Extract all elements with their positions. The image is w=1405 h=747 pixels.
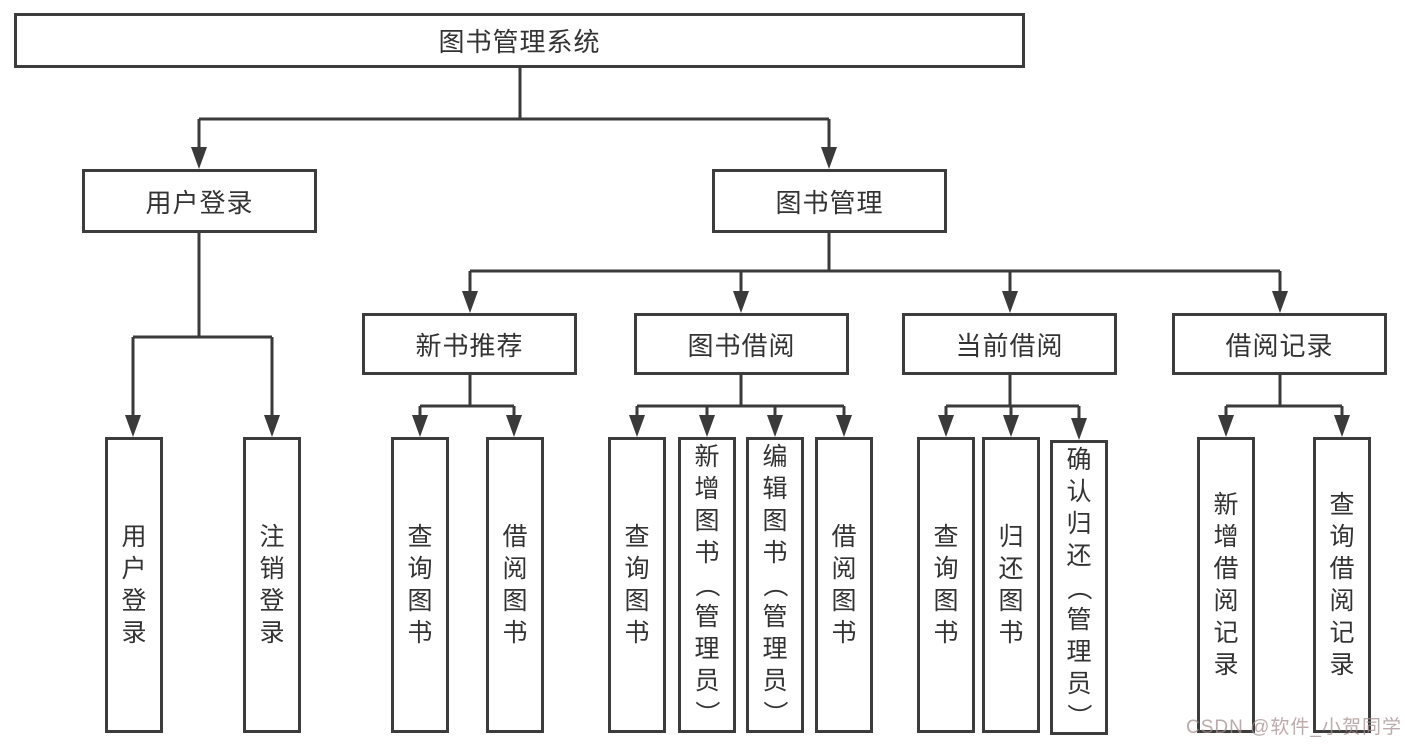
node-leaf-bb-borrow-books: 借阅图书 [815,437,873,733]
node-book-borrowing: 图书借阅 [634,313,849,375]
node-library-management-system: 图书管理系统 [14,13,1025,68]
node-leaf-cb-confirm-return-admin: 确认归还（管理员） [1050,440,1108,735]
node-leaf-bb-query-books: 查询图书 [608,437,666,733]
edge-user-login-split [131,233,274,420]
edge-borrow-records-split [1224,375,1344,420]
arrowheads [125,147,1350,440]
node-borrowing-records: 借阅记录 [1172,313,1387,375]
node-leaf-br-query-record: 查询借阅记录 [1313,437,1371,733]
node-leaf-user-login: 用户登录 [105,437,163,733]
node-leaf-bb-add-books-admin: 新增图书（管理员） [678,437,736,733]
edge-root-split [197,68,831,152]
node-user-login: 用户登录 [82,169,317,233]
node-leaf-cb-return-books: 归还图书 [982,437,1040,733]
node-leaf-br-add-record: 新增借阅记录 [1197,437,1255,733]
node-leaf-nbr-query-books: 查询图书 [391,437,449,733]
node-leaf-logout: 注销登录 [243,437,301,733]
node-leaf-bb-edit-books-admin: 编辑图书（管理员） [746,437,804,733]
node-new-book-recommend: 新书推荐 [362,313,577,375]
csdn-watermark: CSDN @软件_小贺同学 [1186,717,1402,738]
edge-book-borrow-split [635,375,846,420]
node-book-management: 图书管理 [712,169,947,233]
node-leaf-cb-query-books: 查询图书 [917,437,975,733]
edge-new-book-split [418,375,516,420]
node-leaf-nbr-borrow-books: 借阅图书 [486,437,544,733]
edge-book-mgmt-split [468,233,1282,296]
edge-current-borrow-split [944,375,1081,423]
node-current-borrowing: 当前借阅 [902,313,1117,375]
